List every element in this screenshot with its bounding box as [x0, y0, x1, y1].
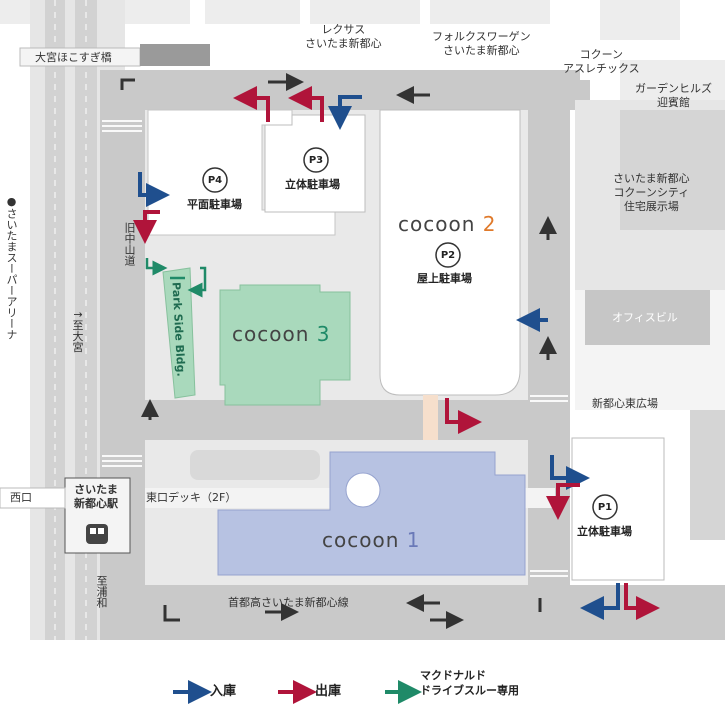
p1-badge	[592, 494, 618, 520]
west-exit-label: 西口	[10, 491, 32, 504]
legend-exit-label: 出庫	[315, 684, 342, 699]
east-blocks	[575, 60, 725, 540]
cocoon2-logo: cocoon 2	[398, 212, 496, 236]
west-exit-band	[0, 487, 66, 509]
park-side-building	[162, 267, 196, 399]
cocoon1-logo: cocoon 1	[322, 528, 420, 552]
cocoon3-logo-text: cocoon	[232, 322, 310, 346]
p1-building	[571, 437, 665, 581]
exit-arrows	[133, 86, 660, 620]
cocoon2-logo-number: 2	[482, 212, 497, 236]
to-urawa-label: 至浦和	[95, 575, 108, 608]
cocoon3-logo: cocoon 3	[232, 322, 330, 346]
station-label: さいたま 新都心駅	[74, 483, 118, 510]
cocoon1-building	[217, 451, 526, 576]
p4-badge-text: P4	[207, 175, 223, 186]
office-building-label: オフィスビル	[612, 311, 678, 324]
cocoon3-building	[219, 284, 351, 406]
old-nakasendo-label: 旧中山道	[123, 222, 136, 266]
p1-badge-text: P1	[597, 502, 613, 513]
parking-badges	[202, 147, 618, 520]
deck-circle	[345, 472, 381, 508]
expressway-label: 首都高さいたま新都心線	[228, 596, 349, 609]
p2-badge-text: P2	[440, 250, 456, 261]
super-arena-label: ●さいたまスーパーアリーナ	[5, 195, 18, 340]
p3-badge	[303, 147, 329, 173]
cocoon1-logo-number: 1	[406, 528, 421, 552]
east-plaza-label: 新都心東広場	[592, 397, 658, 410]
legend-entry-label: 入庫	[210, 684, 237, 699]
entry-arrows	[138, 95, 620, 620]
pedestrian-bridge	[423, 395, 438, 450]
cocoon-athletics-label: コクーン アスレチックス	[563, 48, 640, 75]
p1-name: 立体駐車場	[577, 525, 632, 538]
p3-badge-text: P3	[308, 155, 324, 166]
lexus-label: レクサス さいたま新都心	[305, 23, 382, 50]
legend-drive-thru-label: マクドナルド ドライブスルー専用	[420, 669, 519, 697]
cocoon1-logo-text: cocoon	[322, 528, 400, 552]
p2-name: 屋上駐車場	[417, 272, 472, 285]
drive-thru-arrows	[145, 258, 207, 298]
bridge-structure	[140, 44, 210, 66]
garden-hills-label: ガーデンヒルズ 迎賓館	[635, 82, 712, 109]
train-icon	[86, 524, 108, 544]
city-blocks-top	[0, 0, 680, 40]
p4-badge	[202, 167, 228, 193]
bridge-label: 大宮ほこすぎ橋	[35, 51, 112, 64]
cocoon-city-housing-label: さいたま新都心 コクーンシティ 住宅展示場	[613, 172, 690, 213]
road-network	[100, 70, 725, 640]
cocoon3-logo-number: 3	[316, 322, 331, 346]
p2-badge	[435, 242, 461, 268]
east-deck-label: 東口デッキ（2F）	[146, 491, 237, 504]
bus-loop	[190, 450, 320, 480]
p4-name: 平面駐車場	[187, 198, 242, 211]
traffic-arrows	[120, 73, 557, 629]
cocoon2-logo-text: cocoon	[398, 212, 476, 236]
volkswagen-label: フォルクスワーゲン さいたま新都心	[432, 30, 531, 57]
p3-name: 立体駐車場	[285, 178, 340, 191]
to-omiya-label: ↑至大宮	[71, 310, 84, 353]
crosswalks	[102, 120, 568, 577]
